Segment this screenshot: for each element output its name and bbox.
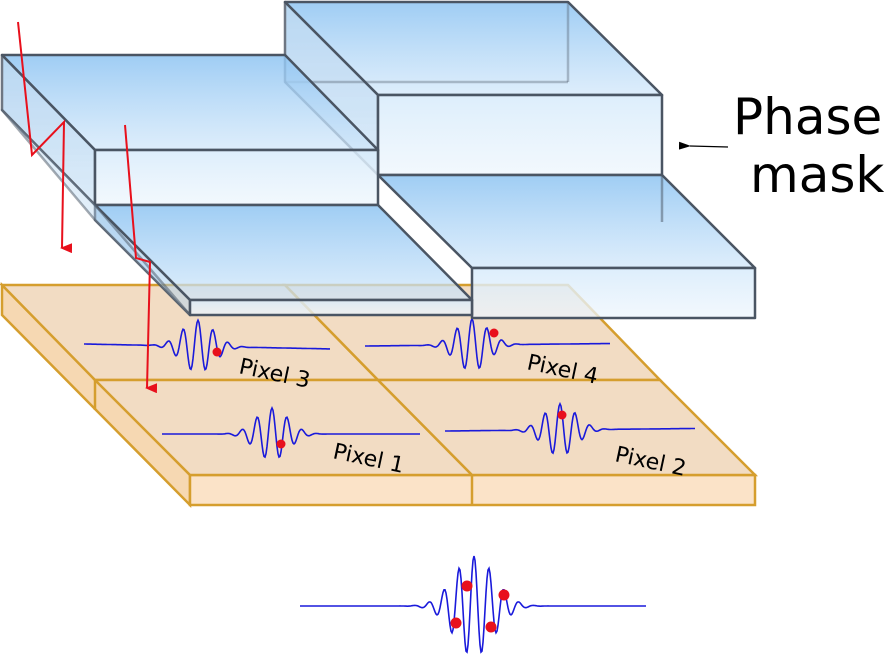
ray-1: [17, 21, 73, 254]
phase-mask: [0, 0, 757, 320]
mask-back-front: [376, 93, 664, 177]
pixel-waves: [84, 316, 695, 459]
pixel-4-wave: [365, 316, 610, 370]
mask-right-top: [376, 173, 757, 270]
ray-2: [124, 124, 158, 394]
phase-mask-label-line2: mask: [750, 146, 884, 204]
combined-sample-dot-4: [485, 621, 497, 633]
light-rays: [17, 21, 158, 394]
pixel-3-sample-dot: [212, 347, 222, 357]
phase-mask-label-line1: Phase: [733, 88, 882, 146]
mask-right-front: [470, 266, 757, 320]
combined-sample-dot-1: [461, 580, 473, 592]
pixel-2-tile: [375, 378, 759, 477]
combined-sample-dot-2: [498, 589, 510, 601]
pixel-1-wave: [162, 405, 420, 459]
pixel-2-sample-dot: [557, 410, 567, 420]
mask-left-front: [93, 148, 380, 207]
combined-sample-dot-3: [450, 617, 462, 629]
pixel-3-wave: [84, 318, 330, 371]
mask-left-lower-front: [188, 298, 474, 317]
pixel-1-sample-dot: [276, 439, 286, 449]
phase-mask-pointer: [678, 141, 729, 150]
pixel-4-sample-dot: [489, 328, 499, 338]
combined-wave: [300, 555, 646, 654]
pixel-2-wave: [445, 401, 695, 455]
